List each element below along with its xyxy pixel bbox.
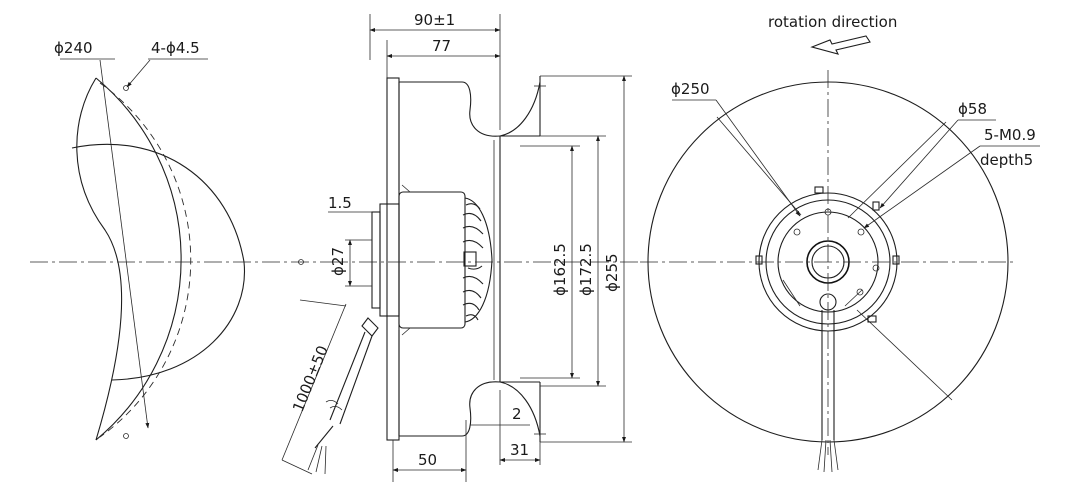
dim-width-77: 77	[432, 37, 451, 55]
front-view: rotation direction ϕ250 ϕ58 5-M0.9 depth…	[640, 13, 1040, 473]
dim-phi27: ϕ27	[329, 247, 347, 276]
mounting-hole-top	[123, 85, 129, 91]
dim-thread: 5-M0.9	[984, 126, 1036, 144]
side-view: 90±1 77	[281, 11, 640, 482]
dim-phi255: ϕ255	[603, 253, 621, 292]
dim-phi162-5: ϕ162.5	[551, 243, 569, 296]
dim-depth: depth5	[980, 151, 1033, 169]
rotation-arrow-icon	[810, 35, 871, 55]
dim-phi172-5: ϕ172.5	[577, 243, 595, 296]
dim-width-total: 90±1	[414, 11, 455, 29]
dim-cable-length: 1000±50	[289, 343, 332, 415]
mounting-hole-bottom	[123, 433, 129, 439]
dim-phi250: ϕ250	[671, 80, 710, 98]
dim-phi240: ϕ240	[54, 39, 93, 57]
dim-50: 50	[418, 451, 437, 469]
dim-phi58: ϕ58	[958, 100, 987, 118]
dim-holes: 4-ϕ4.5	[151, 39, 200, 57]
dim-1-5: 1.5	[328, 194, 352, 212]
cable: 1000±50	[281, 299, 379, 475]
motor-fins	[462, 203, 484, 321]
dim-2: 2	[512, 405, 522, 423]
mounting-hole-right	[298, 259, 304, 265]
rotation-direction-label: rotation direction	[768, 13, 897, 31]
dim-31: 31	[510, 441, 529, 459]
partial-front-view: ϕ240 4-ϕ4.5	[30, 39, 330, 441]
